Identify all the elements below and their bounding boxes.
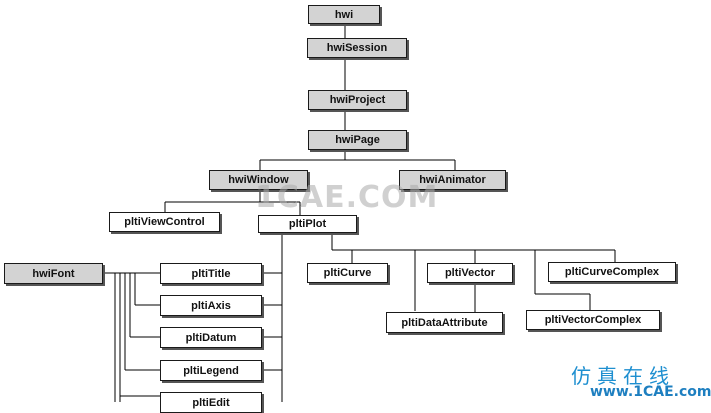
node-pltiedit: pltiEdit [160,392,262,413]
node-pltiviewcontrol: pltiViewControl [109,212,220,232]
node-hwipage: hwiPage [308,130,407,150]
node-pltcurve: pltiCurve [307,263,388,283]
node-pltidatum: pltiDatum [160,327,262,348]
node-pltidataattribute: pltiDataAttribute [386,312,503,333]
node-hwi: hwi [308,5,380,24]
node-hwianimator: hwiAnimator [399,170,506,190]
node-pltititle: pltiTitle [160,263,262,284]
node-hwifont: hwiFont [4,263,103,284]
connector-lines [103,24,616,402]
node-pltiaxis: pltiAxis [160,295,262,316]
node-pltivector: pltiVector [427,263,513,283]
node-plticurvecomplex: pltiCurveComplex [548,262,676,282]
node-pltiplot: pltiPlot [258,215,357,233]
node-hwiwindow: hwiWindow [209,170,308,190]
watermark-brand-cn: 仿真在线 [571,364,675,388]
node-hwiproject: hwiProject [308,90,407,110]
watermark-site: 1CAE.COM [255,180,439,215]
node-pltilegend: pltiLegend [160,360,262,381]
watermark-brand-url: www.1CAE.com [590,384,711,400]
node-hwisession: hwiSession [307,38,407,58]
node-pltivectorcomplex: pltiVectorComplex [526,310,660,330]
